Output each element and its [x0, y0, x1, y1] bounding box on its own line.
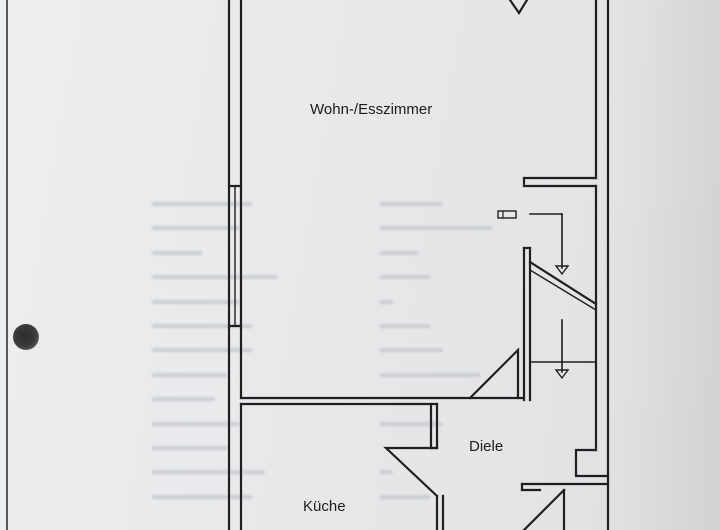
paper-shadow [612, 0, 720, 530]
living-door-swing [508, 0, 529, 16]
fold-line [6, 0, 8, 530]
stair-arrow-lower-head [554, 369, 570, 380]
bleed-through-table: ▬▬▬▬▬▬▬▬▬▬▬▬▬ ▬▬▬▬▬▬▬▬▬▬▬▬▬▬▬▬ ▬▬▬▬▬▬▬ ▬… [152, 195, 493, 502]
stair-diagonal [528, 260, 598, 306]
punch-hole [13, 324, 39, 350]
fixture-symbol [497, 210, 517, 219]
kitchen-label: Küche [303, 498, 346, 515]
hall-door-swing [468, 347, 520, 400]
hall-recess [574, 448, 610, 478]
stair-diagonal-inner [529, 269, 597, 311]
hall-label: Diele [469, 438, 504, 455]
kitchen-door-swing [383, 446, 439, 498]
lower-door-swing [522, 488, 566, 530]
living-room-label: Wohn-/Esszimmer [310, 101, 433, 118]
stair-arrow-upper-head [554, 265, 570, 276]
